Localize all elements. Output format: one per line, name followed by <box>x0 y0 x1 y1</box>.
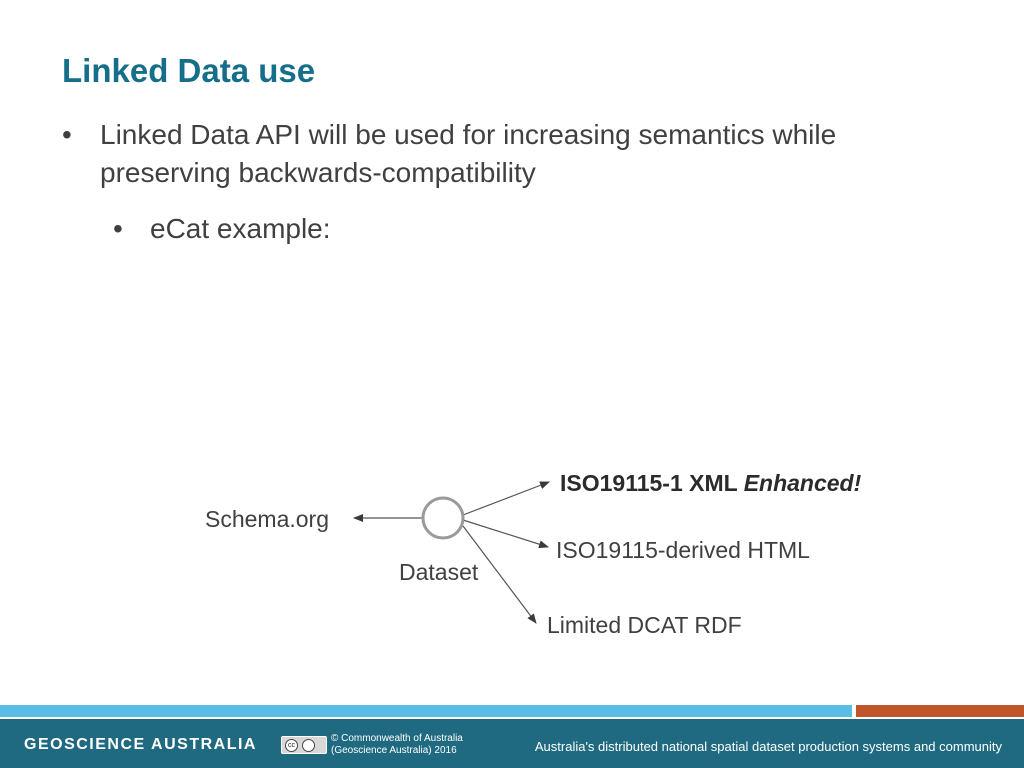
iso-html-label: ISO19115-derived HTML <box>556 537 810 563</box>
bullet-icon: • <box>113 213 123 244</box>
arrow-to-iso-html <box>462 519 549 549</box>
footer-stripe-blue <box>0 705 852 717</box>
cc-icon-text: cc <box>285 739 298 752</box>
dataset-label: Dataset <box>399 559 479 585</box>
schema-org-label: Schema.org <box>205 506 330 532</box>
dataset-node <box>421 496 465 540</box>
slide-title: Linked Data use <box>62 52 316 89</box>
bullet-icon: • <box>62 119 72 150</box>
arrow-to-dcat-rdf <box>462 525 537 624</box>
iso-xml-label: ISO19115-1 XML Enhanced! <box>560 470 861 497</box>
dcat-rdf-label: Limited DCAT RDF <box>547 612 742 638</box>
arrow-to-iso-xml <box>462 481 550 516</box>
footer-band: GEOSCIENCE AUSTRALIA cc © Commonwealth o… <box>0 719 1024 768</box>
enhanced-emphasis: Enhanced! <box>743 470 862 496</box>
copyright-line-2: (Geoscience Australia) 2016 <box>331 745 457 756</box>
iso-xml-text: ISO19115-1 XML <box>560 470 738 496</box>
copyright-notice: © Commonwealth of Australia (Geoscience … <box>331 733 463 757</box>
footer-stripe-orange <box>856 705 1024 717</box>
footer-tagline: Australia's distributed national spatial… <box>534 739 1002 754</box>
creative-commons-icon: cc <box>281 736 327 754</box>
bullet-text: Linked Data API will be used for increas… <box>100 119 837 188</box>
geoscience-australia-logo: GEOSCIENCE AUSTRALIA <box>24 736 257 753</box>
bullet-text: eCat example: <box>150 213 331 244</box>
copyright-line-1: © Commonwealth of Australia <box>331 733 463 744</box>
